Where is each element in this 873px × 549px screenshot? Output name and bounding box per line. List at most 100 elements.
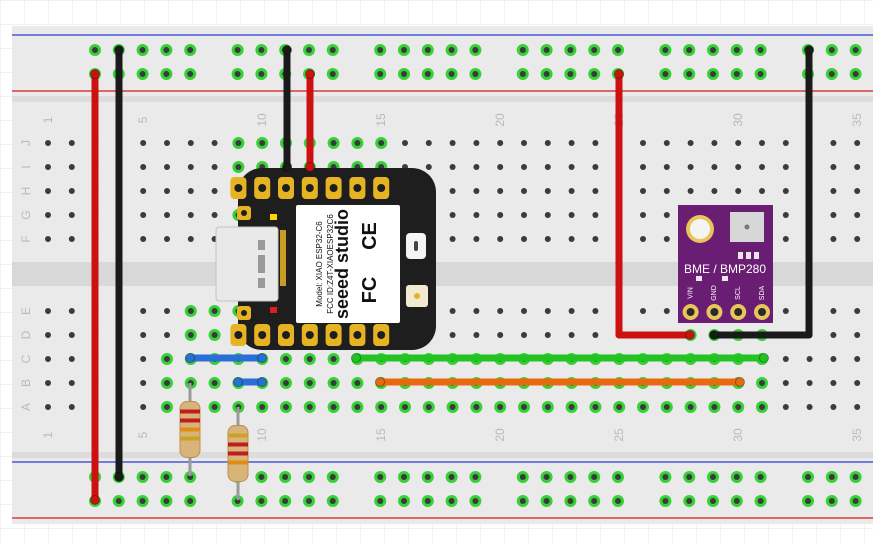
breadboard-hole[interactable]	[568, 164, 575, 170]
breadboard-hole[interactable]	[140, 380, 147, 386]
breadboard-hole[interactable]	[592, 164, 599, 170]
breadboard-hole[interactable]	[473, 188, 480, 194]
breadboard-hole[interactable]	[187, 188, 194, 194]
breadboard-hole[interactable]	[640, 188, 646, 194]
breadboard-hole[interactable]	[283, 356, 289, 362]
breadboard-hole[interactable]	[544, 164, 551, 170]
resistor-pullup-scl[interactable]	[227, 407, 249, 500]
breadboard-hole[interactable]	[306, 356, 313, 362]
breadboard-hole[interactable]	[472, 47, 479, 53]
breadboard-hole[interactable]	[640, 404, 646, 410]
breadboard-hole[interactable]	[68, 404, 75, 410]
breadboard-hole[interactable]	[615, 47, 621, 53]
breadboard-hole[interactable]	[830, 140, 837, 146]
breadboard-hole[interactable]	[759, 188, 765, 194]
breadboard-hole[interactable]	[852, 498, 859, 504]
breadboard-hole[interactable]	[543, 47, 550, 53]
breadboard-hole[interactable]	[521, 332, 527, 338]
breadboard-hole[interactable]	[663, 140, 670, 146]
breadboard-hole[interactable]	[854, 212, 861, 218]
breadboard-hole[interactable]	[663, 212, 670, 218]
breadboard-hole[interactable]	[757, 474, 764, 480]
breadboard-hole[interactable]	[710, 498, 716, 504]
breadboard-hole[interactable]	[424, 498, 431, 504]
breadboard-hole[interactable]	[473, 236, 480, 242]
breadboard-hole[interactable]	[330, 380, 337, 386]
breadboard-hole[interactable]	[163, 71, 170, 77]
breadboard-hole[interactable]	[497, 404, 504, 410]
breadboard-hole[interactable]	[497, 164, 504, 170]
breadboard-hole[interactable]	[497, 140, 504, 146]
breadboard-hole[interactable]	[662, 71, 669, 77]
breadboard-hole[interactable]	[164, 380, 170, 386]
breadboard-hole[interactable]	[497, 188, 504, 194]
breadboard-hole[interactable]	[687, 164, 694, 170]
breadboard-hole[interactable]	[140, 332, 147, 338]
breadboard-hole[interactable]	[616, 404, 623, 410]
breadboard-hole[interactable]	[615, 498, 621, 504]
breadboard-hole[interactable]	[448, 498, 455, 504]
breadboard-hole[interactable]	[140, 308, 147, 314]
breadboard-hole[interactable]	[757, 498, 764, 504]
breadboard-hole[interactable]	[45, 236, 51, 242]
breadboard-hole[interactable]	[211, 140, 218, 146]
breadboard-hole[interactable]	[640, 308, 646, 314]
breadboard-hole[interactable]	[735, 140, 742, 146]
breadboard-hole[interactable]	[330, 140, 337, 146]
breadboard-hole[interactable]	[497, 308, 504, 314]
breadboard-hole[interactable]	[591, 47, 598, 53]
breadboard-hole[interactable]	[402, 140, 408, 146]
breadboard-hole[interactable]	[68, 236, 75, 242]
breadboard-hole[interactable]	[591, 474, 598, 480]
breadboard-hole[interactable]	[497, 332, 504, 338]
breadboard-hole[interactable]	[592, 140, 599, 146]
breadboard-hole[interactable]	[68, 188, 75, 194]
breadboard-hole[interactable]	[472, 498, 479, 504]
breadboard-hole[interactable]	[687, 140, 694, 146]
breadboard-hole[interactable]	[544, 140, 551, 146]
breadboard-hole[interactable]	[424, 71, 431, 77]
breadboard-hole[interactable]	[139, 47, 146, 53]
breadboard-hole[interactable]	[473, 308, 480, 314]
breadboard-hole[interactable]	[854, 356, 861, 362]
breadboard-hole[interactable]	[211, 380, 218, 386]
breadboard-hole[interactable]	[234, 47, 241, 53]
breadboard-hole[interactable]	[448, 71, 455, 77]
breadboard-hole[interactable]	[592, 308, 599, 314]
breadboard-hole[interactable]	[805, 498, 811, 504]
breadboard-hole[interactable]	[782, 188, 789, 194]
breadboard-hole[interactable]	[830, 404, 837, 410]
breadboard-hole[interactable]	[735, 404, 742, 410]
breadboard-hole[interactable]	[258, 498, 265, 504]
breadboard-hole[interactable]	[757, 71, 764, 77]
breadboard-hole[interactable]	[662, 47, 669, 53]
breadboard-hole[interactable]	[164, 332, 170, 338]
breadboard-hole[interactable]	[854, 140, 861, 146]
breadboard-hole[interactable]	[544, 212, 551, 218]
breadboard-hole[interactable]	[686, 71, 693, 77]
breadboard-hole[interactable]	[258, 47, 265, 53]
breadboard-hole[interactable]	[782, 236, 789, 242]
breadboard-hole[interactable]	[686, 47, 693, 53]
breadboard-hole[interactable]	[568, 308, 575, 314]
breadboard-hole[interactable]	[544, 188, 551, 194]
breadboard-hole[interactable]	[234, 71, 241, 77]
breadboard-hole[interactable]	[519, 47, 526, 53]
breadboard-hole[interactable]	[830, 308, 837, 314]
breadboard-hole[interactable]	[711, 404, 718, 410]
breadboard-hole[interactable]	[163, 498, 170, 504]
breadboard-hole[interactable]	[45, 356, 51, 362]
breadboard-hole[interactable]	[830, 212, 837, 218]
breadboard-hole[interactable]	[830, 332, 837, 338]
breadboard-hole[interactable]	[187, 140, 194, 146]
breadboard-hole[interactable]	[45, 380, 51, 386]
breadboard-hole[interactable]	[449, 188, 456, 194]
breadboard-hole[interactable]	[68, 164, 75, 170]
breadboard-hole[interactable]	[449, 308, 456, 314]
breadboard-hole[interactable]	[402, 404, 408, 410]
breadboard-hole[interactable]	[187, 498, 194, 504]
breadboard-hole[interactable]	[663, 164, 670, 170]
breadboard-hole[interactable]	[45, 308, 51, 314]
breadboard-hole[interactable]	[115, 498, 122, 504]
